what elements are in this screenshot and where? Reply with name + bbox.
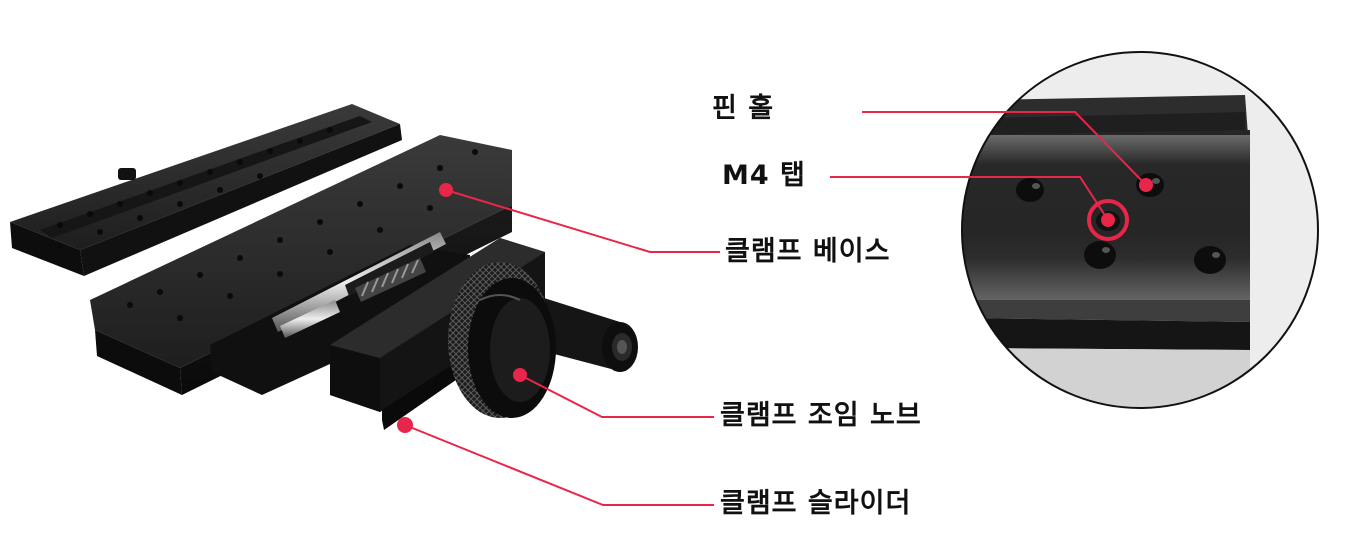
leader-clamp-base: [445, 189, 720, 253]
label-clamp-base: 클램프 베이스: [725, 236, 891, 267]
dot-clamp-knob: [513, 368, 527, 382]
dot-clamp-base: [439, 183, 453, 197]
zoom-circle-border: [961, 51, 1319, 409]
label-clamp-knob: 클램프 조임 노브: [720, 400, 922, 431]
dot-pin-hole: [1139, 178, 1153, 192]
leader-clamp-knob: [519, 374, 714, 418]
label-pin-hole: 핀 홀: [712, 93, 775, 124]
label-clamp-slider: 클램프 슬라이더: [720, 488, 912, 519]
dot-clamp-slider: [397, 417, 413, 433]
leader-clamp-slider: [404, 424, 714, 506]
m4-tap-ring: [1087, 199, 1129, 241]
dot-m4-tap: [1101, 213, 1115, 227]
callout-dots: [397, 178, 1153, 433]
zoom-inset: [961, 51, 1319, 409]
leader-pin-hole: [862, 111, 1147, 186]
product-photo: [10, 104, 638, 430]
label-m4-tap: M4 탭: [722, 160, 806, 191]
